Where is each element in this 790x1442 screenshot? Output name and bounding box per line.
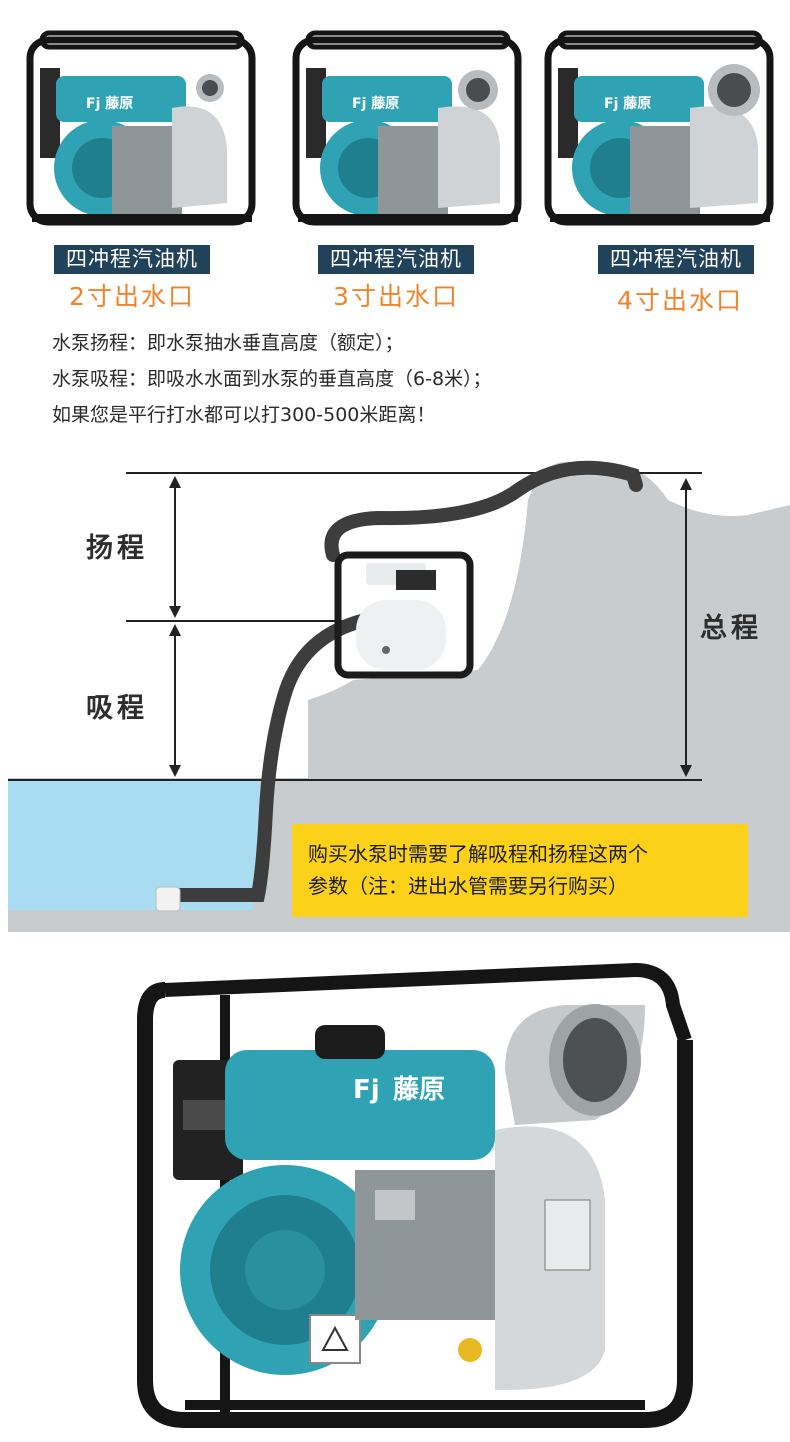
svg-text:Fj 藤原: Fj 藤原 — [604, 95, 651, 112]
foot-valve — [155, 886, 181, 912]
inlet-hose — [161, 609, 395, 902]
outlet-hose — [324, 460, 643, 562]
outlet-label-4inch: 4寸出水口 — [617, 286, 743, 315]
description-distance: 如果您是平行打水都可以打300-500米距离！ — [52, 404, 436, 426]
total-label: 总程 — [700, 613, 762, 644]
purchase-note: 购买水泵时需要了解吸程和扬程这两个 参数（注：进出水管需要另行购买） — [292, 824, 748, 917]
suction-label: 吸程 — [86, 693, 148, 724]
water — [8, 780, 261, 910]
pump-image-3inch: Fj 藤原 — [292, 30, 522, 226]
pump-diagram — [8, 460, 790, 932]
engine-label-2: 四冲程汽油机 — [318, 245, 474, 274]
diagram-pump-frame — [334, 551, 474, 679]
brand-logo-text: Fj — [353, 1075, 380, 1105]
outlet-label-2inch: 2寸出水口 — [69, 282, 195, 311]
description-lift: 水泵扬程：即水泵抽水垂直高度（额定）； — [52, 332, 404, 354]
lift-label: 扬程 — [86, 533, 148, 564]
note-line-1: 购买水泵时需要了解吸程和扬程这两个 — [308, 842, 648, 866]
description-suction: 水泵吸程：即吸水水面到水泵的垂直高度（6-8米）； — [52, 368, 492, 390]
engine-label-1: 四冲程汽油机 — [54, 245, 210, 274]
outlet-label-3inch: 3寸出水口 — [333, 282, 459, 311]
pump-image-large: Fj 藤原 — [137, 962, 693, 1428]
note-line-2: 参数（注：进出水管需要另行购买） — [308, 874, 628, 898]
engine-label-3: 四冲程汽油机 — [598, 245, 754, 274]
pump-image-2inch: Fj 藤原 — [26, 30, 256, 226]
svg-text:Fj 藤原: Fj 藤原 — [86, 95, 133, 112]
pump-image-4inch: Fj 藤原 — [544, 30, 774, 226]
brand-name: 藤原 — [393, 1075, 445, 1105]
svg-text:Fj 藤原: Fj 藤原 — [352, 95, 399, 112]
